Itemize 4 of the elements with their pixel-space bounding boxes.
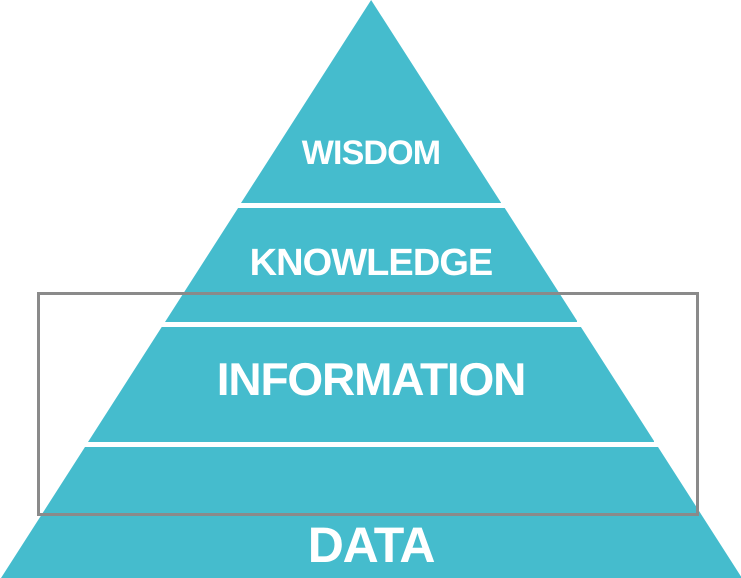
level-label: DATA — [308, 520, 434, 570]
level-label: INFORMATION — [216, 356, 526, 402]
level-label: KNOWLEDGE — [250, 244, 492, 282]
level-label: WISDOM — [302, 136, 440, 170]
